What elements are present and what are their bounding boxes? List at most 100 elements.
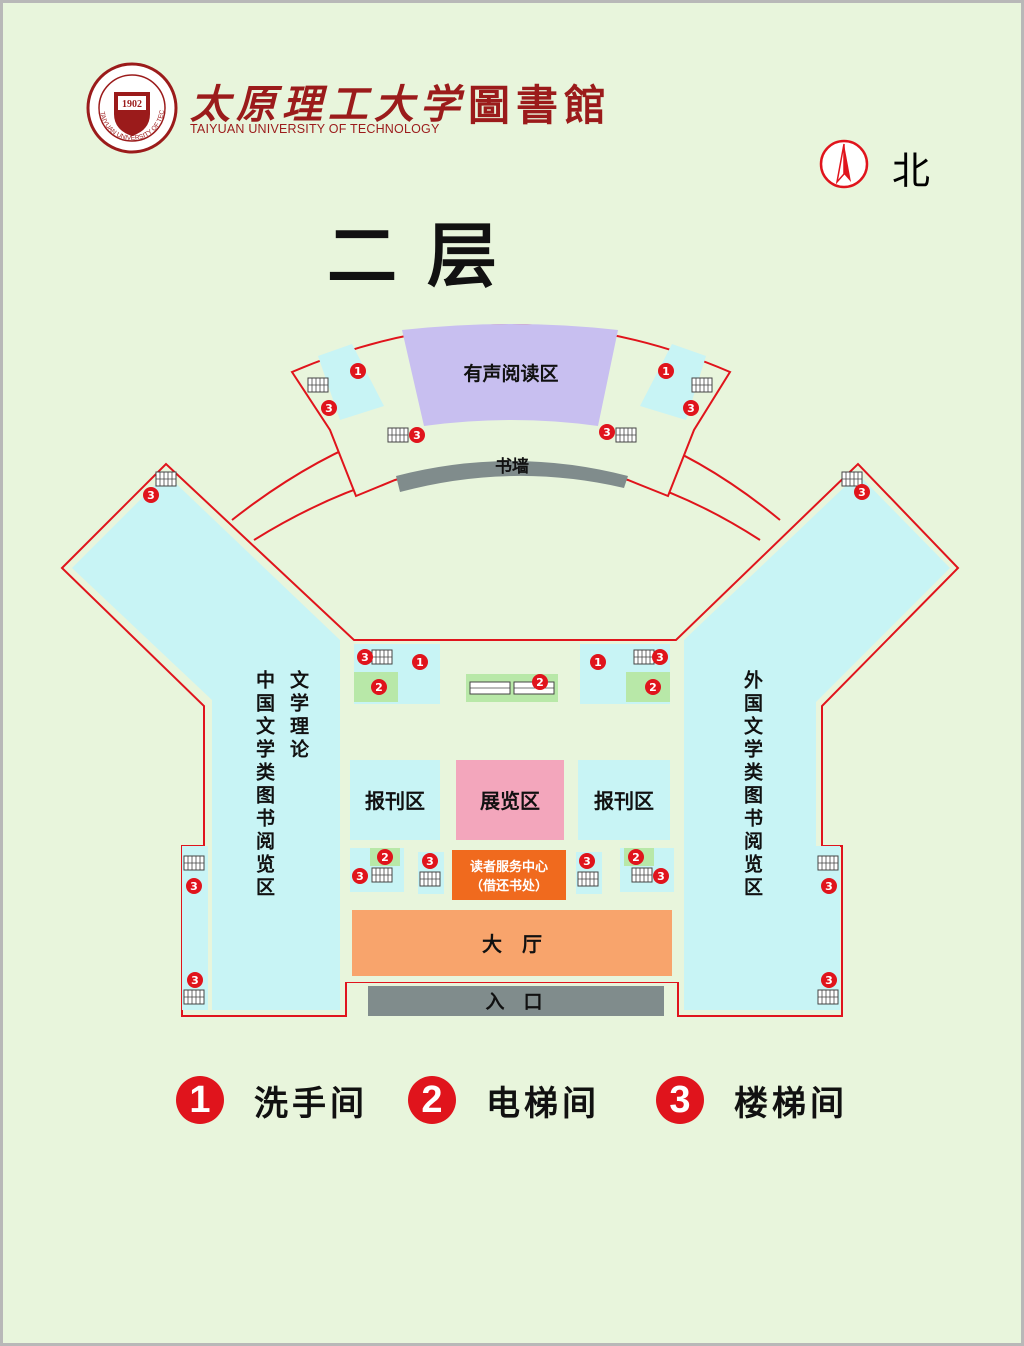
- audio-reading-label: 有声阅读区: [463, 362, 558, 385]
- chinese-literature-label: 中国文学类图书阅览区: [253, 669, 275, 900]
- marker-stair-e1: 3: [821, 878, 837, 894]
- seal-year: 1902: [122, 99, 142, 110]
- marker-stair-ne: 3: [683, 400, 699, 416]
- university-seal-logo: 1902 TAIYUAN UNIVERSITY OF TECHNOLOGY: [86, 62, 178, 154]
- stair-w1-icon: [183, 855, 205, 871]
- stair-nw-icon: [307, 377, 329, 393]
- stair-n2-icon: [615, 427, 637, 443]
- svg-text:3: 3: [426, 855, 434, 868]
- svg-text:3: 3: [191, 974, 199, 987]
- svg-text:2: 2: [632, 851, 640, 864]
- north-label: 北: [892, 149, 931, 193]
- newspaper-left-label: 报刊区: [365, 789, 425, 813]
- map-markers: 1 3 1 3 3 3 3 3 3 1 2 2 1 3 2 2 3 3 3 2 …: [143, 363, 870, 988]
- entrance-label: 入 口: [485, 991, 542, 1013]
- legend-label-stairs: 楼梯间: [734, 1083, 848, 1124]
- legend-number-1: 1: [176, 1076, 224, 1124]
- exhibition-label: 展览区: [480, 789, 540, 813]
- newspaper-zone-left: [350, 760, 440, 840]
- marker-stair-e3: 3: [854, 484, 870, 500]
- reader-service-label-2: （借还书处）: [470, 878, 548, 894]
- svg-text:2: 2: [536, 676, 544, 689]
- marker-restroom-c2: 1: [590, 654, 606, 670]
- foreign-literature-label: 外国文学类图书阅览区: [741, 669, 763, 900]
- svg-text:3: 3: [687, 402, 695, 415]
- marker-stair-w1: 3: [186, 878, 202, 894]
- svg-text:3: 3: [190, 880, 198, 893]
- marker-stair-n1: 3: [409, 427, 425, 443]
- north-arrow-icon: [819, 139, 869, 189]
- stair-ne-icon: [691, 377, 713, 393]
- legend-number-3: 3: [656, 1076, 704, 1124]
- stair-e3-icon: [841, 471, 863, 487]
- floor-title: 二层: [327, 215, 527, 297]
- stair-c2-icon: [633, 649, 655, 665]
- svg-text:3: 3: [413, 429, 421, 442]
- marker-escalator: 2: [532, 674, 548, 690]
- reader-service-label-1: 读者服务中心: [470, 859, 548, 875]
- hall-label: 大 厅: [482, 932, 542, 956]
- svg-text:1: 1: [416, 656, 424, 669]
- legend-item-elevator: 2 电梯间: [408, 1074, 600, 1126]
- marker-elevator-l1: 2: [377, 849, 393, 865]
- marker-stair-w3: 3: [143, 487, 159, 503]
- marker-stair-l1: 3: [352, 868, 368, 884]
- svg-text:3: 3: [325, 402, 333, 415]
- svg-text:3: 3: [147, 489, 155, 502]
- svg-text:2: 2: [649, 681, 657, 694]
- literary-theory-label: 文学理论: [287, 669, 309, 762]
- svg-text:3: 3: [825, 974, 833, 987]
- stair-n1-icon: [387, 427, 409, 443]
- hall-zone: [352, 910, 672, 976]
- right-wing-zone: [684, 474, 950, 1010]
- legend-item-stairs: 3 楼梯间: [656, 1074, 848, 1126]
- marker-elevator-c2: 2: [645, 679, 661, 695]
- legend-number-2: 2: [408, 1076, 456, 1124]
- marker-elevator-c1: 2: [371, 679, 387, 695]
- legend-label-elevator: 电梯间: [486, 1083, 600, 1124]
- stair-r1-icon: [631, 867, 653, 883]
- svg-text:3: 3: [656, 651, 664, 664]
- marker-stair-nw: 3: [321, 400, 337, 416]
- svg-text:3: 3: [858, 486, 866, 499]
- north-left-zone: [318, 344, 384, 420]
- marker-stair-r1: 3: [653, 868, 669, 884]
- svg-text:2: 2: [381, 851, 389, 864]
- stair-r2-icon: [577, 871, 599, 887]
- stair-l1-icon: [371, 867, 393, 883]
- newspaper-right-label: 报刊区: [594, 789, 654, 813]
- stair-w3-icon: [155, 471, 177, 487]
- marker-elevator-r1: 2: [628, 849, 644, 865]
- svg-text:3: 3: [361, 651, 369, 664]
- svg-text:3: 3: [603, 426, 611, 439]
- stair-l2-icon: [419, 871, 441, 887]
- marker-stair-n2: 3: [599, 424, 615, 440]
- newspaper-zone-right: [578, 760, 670, 840]
- library-name: 圖書館: [468, 81, 613, 130]
- marker-stair-e2: 3: [821, 972, 837, 988]
- svg-text:1: 1: [662, 365, 670, 378]
- stair-w2-icon: [183, 989, 205, 1005]
- legend-item-restroom: 1 洗手间: [176, 1074, 368, 1126]
- audio-reading-zone: [402, 324, 618, 426]
- marker-stair-w2: 3: [187, 972, 203, 988]
- svg-text:3: 3: [657, 870, 665, 883]
- svg-text:1: 1: [594, 656, 602, 669]
- stair-e2-icon: [817, 989, 839, 1005]
- left-wing-zone: [72, 474, 340, 1010]
- reader-service-center: [452, 850, 566, 900]
- marker-stair-c2: 3: [652, 649, 668, 665]
- svg-text:3: 3: [583, 855, 591, 868]
- marker-stair-c1: 3: [357, 649, 373, 665]
- marker-stair-l2: 3: [422, 853, 438, 869]
- book-wall: [396, 461, 628, 492]
- marker-stair-r2: 3: [579, 853, 595, 869]
- university-name-en: TAIYUAN UNIVERSITY OF TECHNOLOGY: [190, 122, 440, 136]
- book-wall-label: 书墙: [495, 456, 529, 477]
- svg-text:3: 3: [356, 870, 364, 883]
- university-name-cn: 太原理工大学: [190, 81, 466, 128]
- svg-text:2: 2: [375, 681, 383, 694]
- marker-restroom-nw: 1: [350, 363, 366, 379]
- svg-text:3: 3: [825, 880, 833, 893]
